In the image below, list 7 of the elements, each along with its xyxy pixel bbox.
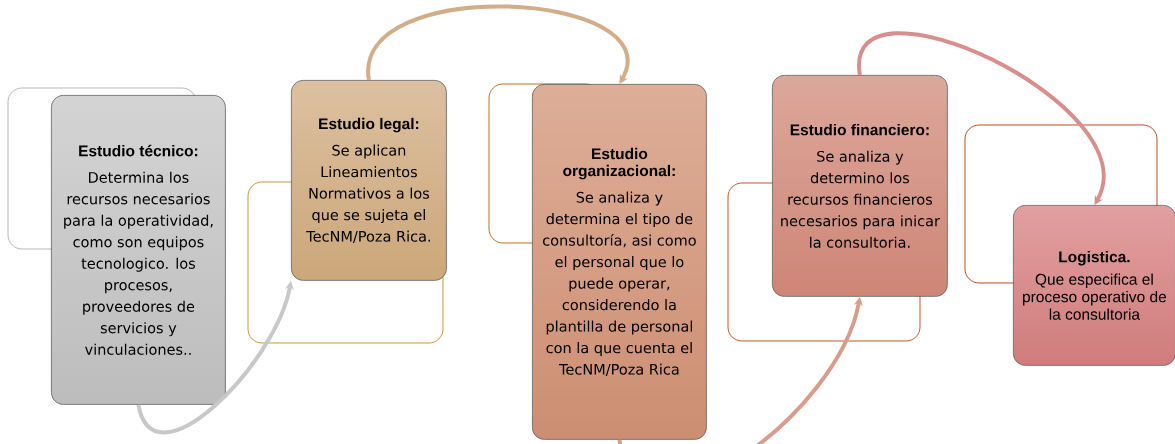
curved-arrow (857, 31, 1106, 205)
process-box: Estudio técnico: Determina los recursos necesarios para la operatividad, como son equipos tecnologico. los procesos, proveedores de servicios y vinculaciones.. (51, 95, 226, 405)
process-box: Estudio legal: Se aplican Lineamientos Normativos a los que se sujeta el TecNM/Poza Rica. (291, 80, 447, 281)
process-box: Logistica. Que especifica el proceso operativo de la consultoria (1013, 205, 1175, 366)
curved-arrow (366, 4, 630, 84)
process-box: Estudio financiero: Se analiza y determino los recursos financieros necesarios para inicar la consultoria. (772, 75, 948, 297)
process-box: Estudio organizacional: Se analiza y determina el tipo de consultoría, asi como el personal que lo puede operar, considerendo la plantilla de personal con la que cuenta el TecNM/Poza Rica (532, 84, 707, 440)
